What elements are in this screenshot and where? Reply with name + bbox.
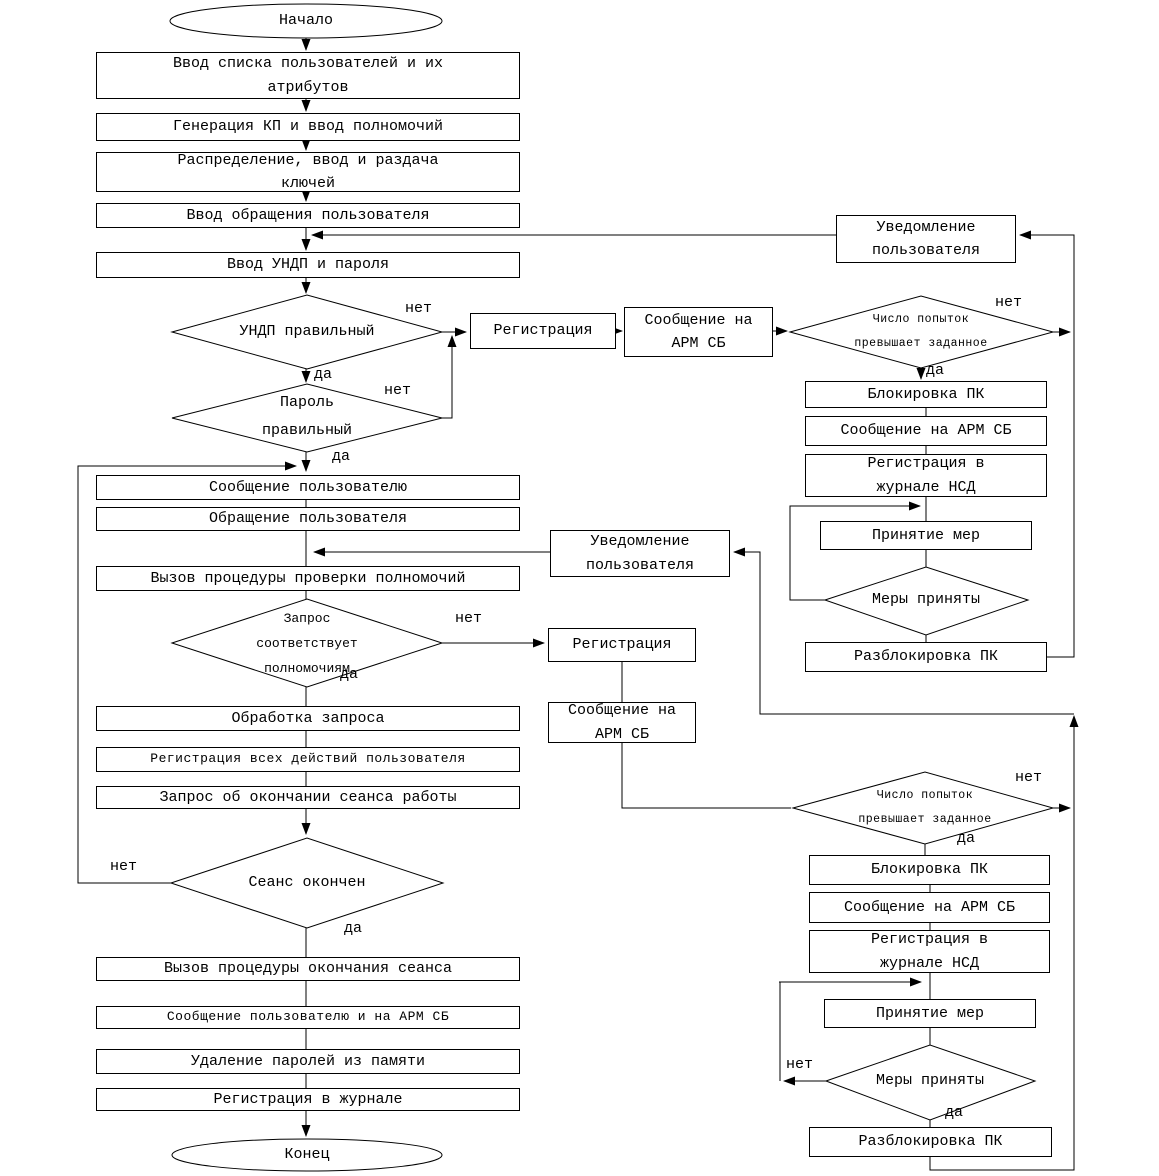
edge-label-yes-attempts2: да bbox=[957, 830, 976, 847]
decision-password-valid-label: Пароль правильный bbox=[261, 394, 352, 439]
decision-undp-valid-shape bbox=[170, 294, 444, 370]
edge-label-yes-password: да bbox=[332, 448, 351, 465]
node-input-undp: Ввод УНДП и пароля bbox=[96, 252, 520, 278]
decision-attempts1-label: Число попыток превышает заданное bbox=[854, 313, 988, 350]
decision-measures2-shape bbox=[824, 1044, 1037, 1121]
node-message-user-and-arm: Сообщение пользователю и на АРМ СБ bbox=[96, 1006, 520, 1029]
node-take-measures-2: Принятие мер bbox=[824, 999, 1036, 1028]
node-unlock-pc-2: Разблокировка ПК bbox=[809, 1127, 1052, 1157]
edge-label-yes-undp: да bbox=[314, 366, 333, 383]
node-message-arm-2b: Сообщение на АРМ СБ bbox=[809, 892, 1050, 923]
node-take-measures-1: Принятие мер bbox=[820, 521, 1032, 550]
arrow-measures1-no-loop bbox=[789, 501, 921, 601]
node-unlock-pc-1: Разблокировка ПК bbox=[805, 642, 1047, 672]
edge-label-no-password: нет bbox=[384, 382, 412, 399]
node-registration-1: Регистрация bbox=[470, 313, 616, 349]
node-generate-kp: Генерация КП и ввод полномочий bbox=[96, 113, 520, 141]
node-message-arm-1: Сообщение на АРМ СБ bbox=[624, 307, 773, 357]
arrow-password-no bbox=[442, 335, 457, 419]
node-registration-2: Регистрация bbox=[548, 628, 696, 662]
decision-attempts1-shape bbox=[788, 295, 1055, 369]
decision-session-over-label: Сеанс окончен bbox=[248, 874, 366, 891]
node-input-appeal: Ввод обращения пользователя bbox=[96, 203, 520, 228]
node-notify-user-1: Уведомление пользователя bbox=[836, 215, 1016, 263]
node-call-authority-check: Вызов процедуры проверки полномочий bbox=[96, 566, 520, 591]
decision-request-matches-label: Запрос соответствует полномочиям bbox=[256, 610, 358, 676]
edge-label-yes-session: да bbox=[344, 920, 363, 937]
decision-measures1-shape bbox=[823, 566, 1030, 636]
node-register-nsd-2: Регистрация в журнале НСД bbox=[809, 930, 1050, 973]
node-distribute-keys: Распределение, ввод и раздача ключей bbox=[96, 152, 520, 192]
node-user-appeal: Обращение пользователя bbox=[96, 507, 520, 531]
decision-attempts2-label: Число попыток превышает заданное bbox=[858, 789, 992, 826]
decision-undp-valid-label: УНДП правильный bbox=[239, 323, 375, 340]
decision-measures1-label: Меры приняты bbox=[871, 591, 981, 608]
node-session-end-request: Запрос об окончании сеанса работы bbox=[96, 786, 520, 809]
arrow-session-no-loop bbox=[77, 461, 297, 884]
arrow-return-to-notify2 bbox=[733, 547, 1074, 715]
decision-attempts2-shape bbox=[791, 771, 1055, 845]
edge-label-no-attempts2: нет bbox=[1015, 769, 1043, 786]
edge-label-no-session: нет bbox=[110, 858, 138, 875]
node-delete-passwords: Удаление паролей из памяти bbox=[96, 1049, 520, 1074]
node-message-to-user: Сообщение пользователю bbox=[96, 475, 520, 500]
node-register-nsd-1: Регистрация в журнале НСД bbox=[805, 454, 1047, 497]
arrow-unlock1-to-notify1 bbox=[1019, 230, 1075, 658]
node-message-arm-2: Сообщение на АРМ СБ bbox=[548, 702, 696, 743]
edge-label-no-measures2: нет bbox=[786, 1056, 814, 1073]
node-process-request: Обработка запроса bbox=[96, 706, 520, 731]
node-input-user-list: Ввод списка пользователей и их атрибутов bbox=[96, 52, 520, 99]
decision-request-matches-shape bbox=[170, 598, 444, 688]
node-register-all-actions: Регистрация всех действий пользователя bbox=[96, 747, 520, 772]
decision-measures2-label: Меры приняты bbox=[875, 1072, 985, 1089]
node-call-session-end: Вызов процедуры окончания сеанса bbox=[96, 957, 520, 981]
node-lock-pc-1: Блокировка ПК bbox=[805, 381, 1047, 408]
arrow-unlock2-up-line bbox=[929, 715, 1079, 1171]
node-lock-pc-2: Блокировка ПК bbox=[809, 855, 1050, 885]
edge-label-yes-request: да bbox=[340, 666, 359, 683]
plain-connectors bbox=[305, 408, 931, 1127]
end-terminator-label: Конец bbox=[284, 1146, 330, 1163]
decision-session-over-shape bbox=[169, 837, 445, 929]
start-terminator-label: Начало bbox=[278, 12, 333, 29]
node-register-in-journal: Регистрация в журнале bbox=[96, 1088, 520, 1111]
edge-label-no-request: нет bbox=[455, 610, 483, 627]
node-notify-user-2: Уведомление пользователя bbox=[550, 530, 730, 577]
end-terminator-shape bbox=[171, 1138, 443, 1172]
start-terminator-shape bbox=[169, 3, 443, 39]
node-message-arm-1b: Сообщение на АРМ СБ bbox=[805, 416, 1047, 446]
edge-label-yes-attempts1: да bbox=[926, 362, 945, 379]
edge-label-yes-measures2: да bbox=[945, 1104, 964, 1121]
edge-label-no-undp: нет bbox=[405, 300, 433, 317]
decision-password-valid-shape bbox=[171, 383, 443, 453]
edge-label-no-attempts1: нет bbox=[995, 294, 1023, 311]
